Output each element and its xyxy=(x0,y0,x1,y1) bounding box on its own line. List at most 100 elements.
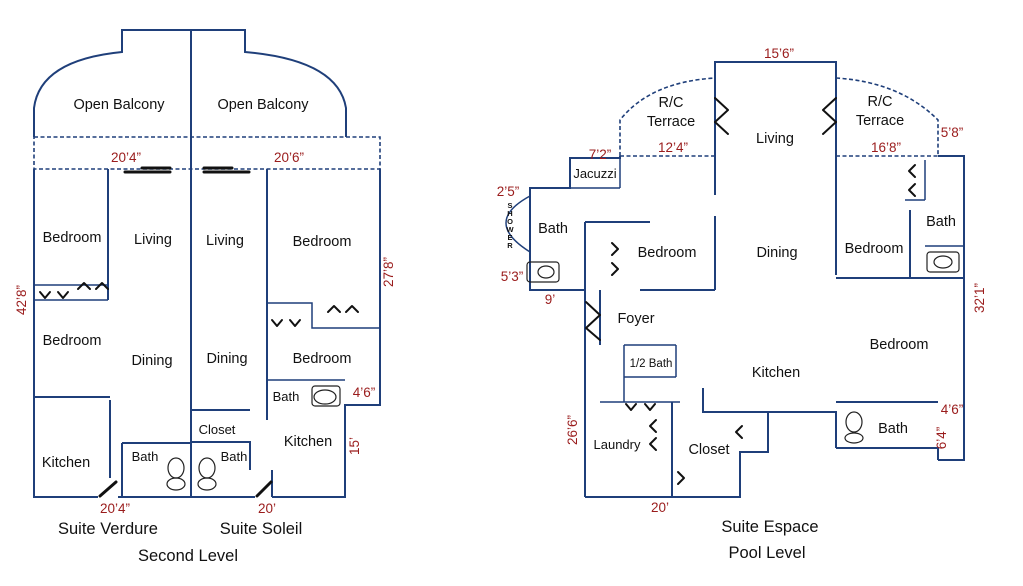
dimension-label: 20’6” xyxy=(274,150,304,165)
room-label-half-bath: 1/2 Bath xyxy=(630,358,673,370)
dimension-label: 20’ xyxy=(651,500,669,515)
dimension-label: 4’6” xyxy=(353,385,376,400)
dimension-label: 20’4” xyxy=(100,501,130,516)
shower-label: S H O W E R xyxy=(506,201,514,250)
balcony-arch-outline xyxy=(33,29,347,137)
dimension-label: 20’ xyxy=(258,501,276,516)
dimension-label: 4’6” xyxy=(941,402,964,417)
room-label-bedroom: Bedroom xyxy=(293,234,352,250)
sliding-door-soleil xyxy=(202,166,251,174)
toilet-icon xyxy=(166,457,186,491)
room-label-jacuzzi: Jacuzzi xyxy=(573,166,616,181)
second-level-plan: Open Balcony Open Balcony Bedroom Living… xyxy=(14,29,396,565)
closet-chevron-icon xyxy=(77,282,109,290)
dimension-label: 5’8” xyxy=(941,125,964,140)
level-caption: Pool Level xyxy=(728,544,805,562)
room-label-bedroom: Bedroom xyxy=(845,241,904,257)
dimension-label: 7’2” xyxy=(589,147,612,162)
door-swing-icon xyxy=(714,97,729,135)
room-label-living: Living xyxy=(756,131,794,147)
pool-level-plan: R/C Terrace R/C Terrace Living Jacuzzi S… xyxy=(497,46,987,562)
dimension-label: 26’6” xyxy=(565,415,580,445)
verdure-exterior-wall xyxy=(33,169,98,498)
room-label-terrace: Terrace xyxy=(647,114,695,130)
east-exterior-wall xyxy=(938,155,965,461)
room-label-closet: Closet xyxy=(199,422,236,437)
dimension-label: 6’4” xyxy=(934,427,949,450)
bath-lower-wall xyxy=(836,447,939,460)
closet-chevron-icon xyxy=(649,419,657,451)
balcony-railing xyxy=(33,136,381,170)
room-label-bath: Bath xyxy=(132,449,159,464)
dimension-label: 12’4” xyxy=(658,140,688,155)
closet-chevron-icon xyxy=(271,319,301,327)
west-exterior-wall xyxy=(529,156,621,497)
suite-name-espace: Suite Espace xyxy=(721,518,818,536)
kitchen-closet-wall xyxy=(702,388,768,413)
closet-chevron-icon xyxy=(908,164,916,197)
dimension-label: 32’1” xyxy=(972,283,987,313)
shower-letter: O xyxy=(507,217,513,226)
dimension-label: 42’8” xyxy=(14,285,29,315)
closet-chevron-icon xyxy=(625,403,656,411)
soleil-closet-bath-wall xyxy=(191,441,251,470)
shower-letter: E xyxy=(507,233,512,242)
shower-enclosure xyxy=(505,194,531,254)
room-label-bath: Bath xyxy=(926,214,956,230)
room-label-open-balcony: Open Balcony xyxy=(73,97,165,113)
soleil-right-wall xyxy=(272,169,381,498)
terrace-railing-right xyxy=(835,77,939,156)
dimension-label: 2’5” xyxy=(497,184,520,199)
door-swing-icon xyxy=(585,301,601,341)
closet-chevron-icon xyxy=(677,471,685,485)
dimension-label: 27’8” xyxy=(381,257,396,287)
dimension-label: 5’3” xyxy=(501,269,524,284)
sink-icon xyxy=(526,261,560,283)
dimension-label: 16’8” xyxy=(871,140,901,155)
room-label-dining: Dining xyxy=(131,353,172,369)
level-caption: Second Level xyxy=(138,547,238,565)
room-label-kitchen: Kitchen xyxy=(284,434,332,450)
dimension-label: 20’4” xyxy=(111,150,141,165)
sink-icon xyxy=(926,251,960,273)
toilet-icon xyxy=(844,411,864,444)
room-label-bedroom: Bedroom xyxy=(638,245,697,261)
soleil-bedroom-divider xyxy=(267,302,380,329)
room-label-bath: Bath xyxy=(538,221,568,237)
room-label-closet: Closet xyxy=(688,442,729,458)
room-label-terrace: R/C xyxy=(659,95,684,111)
room-label-terrace: Terrace xyxy=(856,113,904,129)
suite-name-verdure: Suite Verdure xyxy=(58,520,158,538)
room-label-bath: Bath xyxy=(221,449,248,464)
room-label-living: Living xyxy=(206,233,244,249)
room-label-bedroom: Bedroom xyxy=(870,337,929,353)
dimension-label: 9’ xyxy=(545,292,556,307)
room-label-bath: Bath xyxy=(878,421,908,437)
room-label-dining: Dining xyxy=(206,351,247,367)
room-label-dining: Dining xyxy=(756,245,797,261)
room-label-kitchen: Kitchen xyxy=(752,365,800,381)
soleil-entry-door xyxy=(255,480,273,498)
room-label-laundry: Laundry xyxy=(594,437,641,452)
verdure-entry-door xyxy=(98,480,118,498)
room-label-bath: Bath xyxy=(273,389,300,404)
shower-letter: S xyxy=(507,201,512,210)
room-label-bedroom: Bedroom xyxy=(293,351,352,367)
toilet-icon xyxy=(197,457,217,491)
toilet-icon xyxy=(311,385,341,407)
suite-name-soleil: Suite Soleil xyxy=(220,520,303,538)
room-label-bedroom: Bedroom xyxy=(43,333,102,349)
living-exterior-wall xyxy=(714,61,837,275)
closet-chevron-icon xyxy=(611,242,619,276)
room-label-bedroom: Bedroom xyxy=(43,230,102,246)
shower-letter: H xyxy=(507,209,512,218)
room-label-living: Living xyxy=(134,232,172,248)
dimension-label: 15’6” xyxy=(764,46,794,61)
closet-chevron-icon xyxy=(327,305,359,313)
shower-letter: W xyxy=(506,225,514,234)
room-label-kitchen: Kitchen xyxy=(42,455,90,471)
room-label-open-balcony: Open Balcony xyxy=(217,97,309,113)
terrace-railing-left xyxy=(619,77,716,156)
dimension-label: 15’ xyxy=(347,437,362,455)
